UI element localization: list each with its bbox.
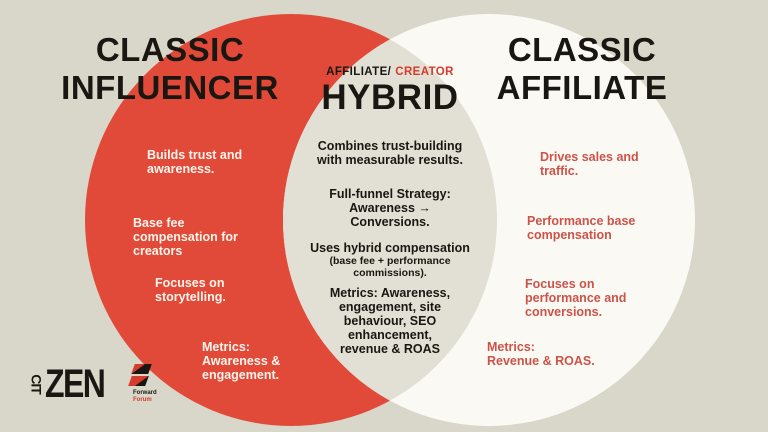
right-item-sales: Drives sales and traffic. (540, 150, 639, 178)
right-item-compensation: Performance base compensation (527, 214, 636, 242)
left-item-metrics: Metrics: Awareness & engagement. (202, 340, 281, 382)
right-item-metrics: Metrics: Revenue & ROAS. (487, 340, 595, 368)
right-item-focus: Focuses on performance and conversions. (525, 277, 627, 319)
middle-header-creator: CREATOR (395, 66, 454, 78)
tagline-forum: Forum (133, 397, 152, 403)
middle-title: HYBRID (321, 78, 459, 117)
forward-forum-mark-icon (131, 364, 152, 374)
tagline-forward: Forward (133, 390, 157, 396)
left-item-trust: Builds trust and awareness. (147, 148, 243, 176)
middle-item-metrics: Metrics: Awareness, engagement, site beh… (329, 286, 451, 356)
right-title: CLASSIC AFFILIATE (496, 31, 668, 106)
left-item-compensation: Base fee compensation for creators (133, 216, 238, 258)
middle-item-funnel: Full-funnel Strategy: Awareness → Conver… (329, 187, 451, 229)
middle-item-combines: Combines trust-building with measurable … (317, 139, 463, 167)
overlap-lens (283, 14, 497, 426)
citizen-wordmark-main-part: ZEN (45, 362, 106, 406)
middle-header: AFFILIATE/CREATOR (295, 66, 485, 78)
left-title: CLASSIC INFLUENCER (61, 31, 279, 106)
forward-forum-mark-icon (128, 376, 149, 386)
left-item-storytelling: Focuses on storytelling. (155, 276, 226, 304)
middle-item-compensation-note: (base fee + performance commissions). (329, 255, 451, 279)
citizen-wordmark: CIT ZEN (28, 364, 119, 404)
middle-header-affiliate: AFFILIATE/ (326, 66, 392, 78)
middle-item-compensation: Uses hybrid compensation (310, 241, 470, 255)
